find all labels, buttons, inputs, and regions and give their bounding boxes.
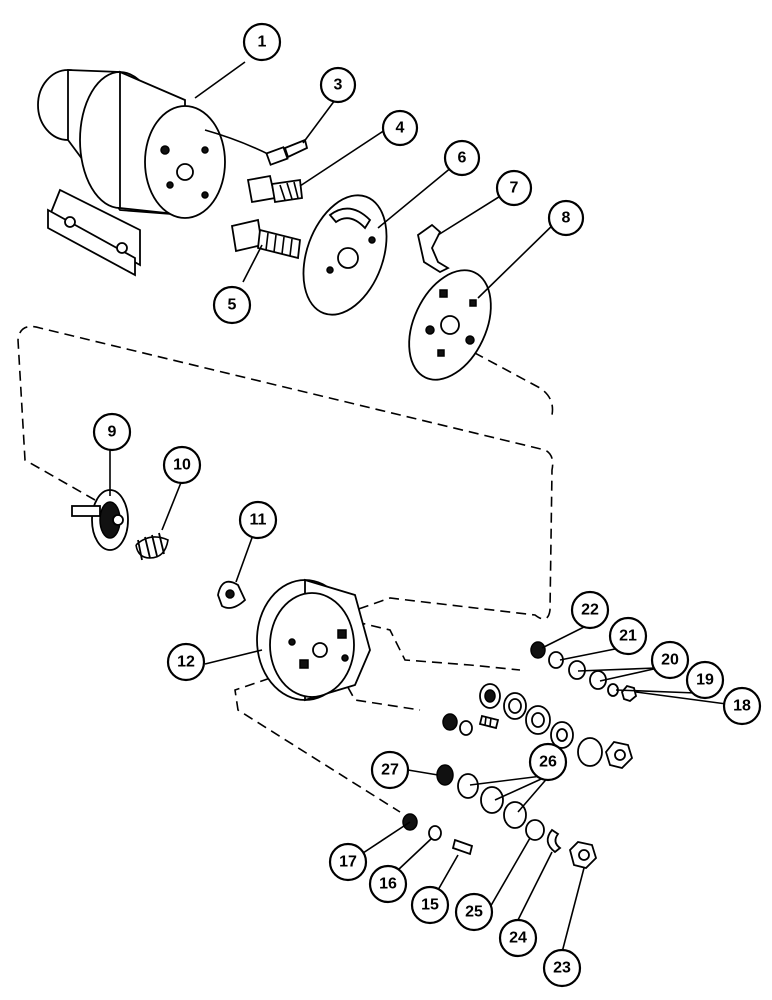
- svg-text:25: 25: [465, 904, 483, 921]
- callout-26: 26: [528, 742, 568, 782]
- contact-plate-8: [408, 269, 492, 381]
- callout-7: 7: [495, 169, 533, 207]
- dashed-guide-8: [459, 344, 554, 416]
- cover-cap-12: [256, 578, 371, 702]
- spring-10: [135, 532, 169, 561]
- svg-text:4: 4: [396, 120, 405, 137]
- svg-text:12: 12: [177, 654, 195, 671]
- leaders: [109, 61, 735, 961]
- hardware-row-top: [479, 683, 634, 769]
- svg-text:1: 1: [258, 34, 267, 51]
- callout-1: 1: [242, 22, 282, 62]
- callout-21: 21: [608, 616, 648, 656]
- clip-7: [416, 223, 450, 274]
- plunger-9: [71, 489, 129, 551]
- callout-20: 20: [650, 640, 690, 680]
- svg-text:21: 21: [619, 628, 637, 645]
- svg-text:7: 7: [510, 180, 519, 197]
- callout-15: 15: [410, 885, 450, 925]
- callout-25: 25: [454, 892, 494, 932]
- callout-8: 8: [547, 199, 585, 237]
- callout-23: 23: [542, 948, 582, 988]
- svg-text:24: 24: [509, 930, 527, 947]
- svg-text:15: 15: [421, 897, 439, 914]
- callout-5: 5: [212, 285, 252, 325]
- svg-text:11: 11: [250, 512, 267, 529]
- svg-text:20: 20: [661, 652, 679, 669]
- callout-24: 24: [498, 918, 538, 958]
- callout-6: 6: [443, 139, 481, 177]
- hardware-row-mid: [442, 713, 500, 736]
- svg-text:22: 22: [581, 602, 599, 619]
- svg-text:19: 19: [696, 672, 714, 689]
- solenoid-body: [37, 69, 271, 277]
- svg-text:6: 6: [458, 150, 467, 167]
- svg-text:3: 3: [334, 77, 343, 94]
- callout-4: 4: [381, 109, 419, 147]
- terminal-stud-4: [246, 174, 303, 204]
- svg-text:5: 5: [228, 297, 237, 314]
- clip-11: [217, 580, 247, 609]
- callout-19: 19: [685, 660, 725, 700]
- dashed-guide-left: [17, 325, 554, 620]
- callout-10: 10: [162, 445, 202, 485]
- svg-text:16: 16: [379, 876, 397, 893]
- callout-22: 22: [570, 590, 610, 630]
- dashed-guide-upper-stud: [339, 617, 521, 671]
- callout-11: 11: [238, 500, 278, 540]
- hardware-row-bottom: [402, 764, 598, 869]
- callout-16: 16: [368, 864, 408, 904]
- callout-9: 9: [92, 412, 132, 452]
- svg-text:17: 17: [339, 854, 357, 871]
- svg-text:10: 10: [173, 457, 191, 474]
- svg-text:9: 9: [108, 424, 117, 441]
- terminal-bolt-5: [230, 218, 301, 260]
- callout-12: 12: [166, 642, 206, 682]
- svg-text:26: 26: [539, 754, 557, 771]
- svg-text:8: 8: [562, 210, 571, 227]
- plate-6: [302, 194, 388, 316]
- svg-text:23: 23: [553, 960, 571, 977]
- callout-18: 18: [722, 686, 762, 726]
- svg-text:18: 18: [733, 698, 751, 715]
- callout-27: 27: [370, 750, 410, 790]
- terminal-screw-3: [265, 138, 309, 166]
- callout-17: 17: [328, 842, 368, 882]
- svg-text:27: 27: [381, 762, 399, 779]
- callout-3: 3: [319, 66, 357, 104]
